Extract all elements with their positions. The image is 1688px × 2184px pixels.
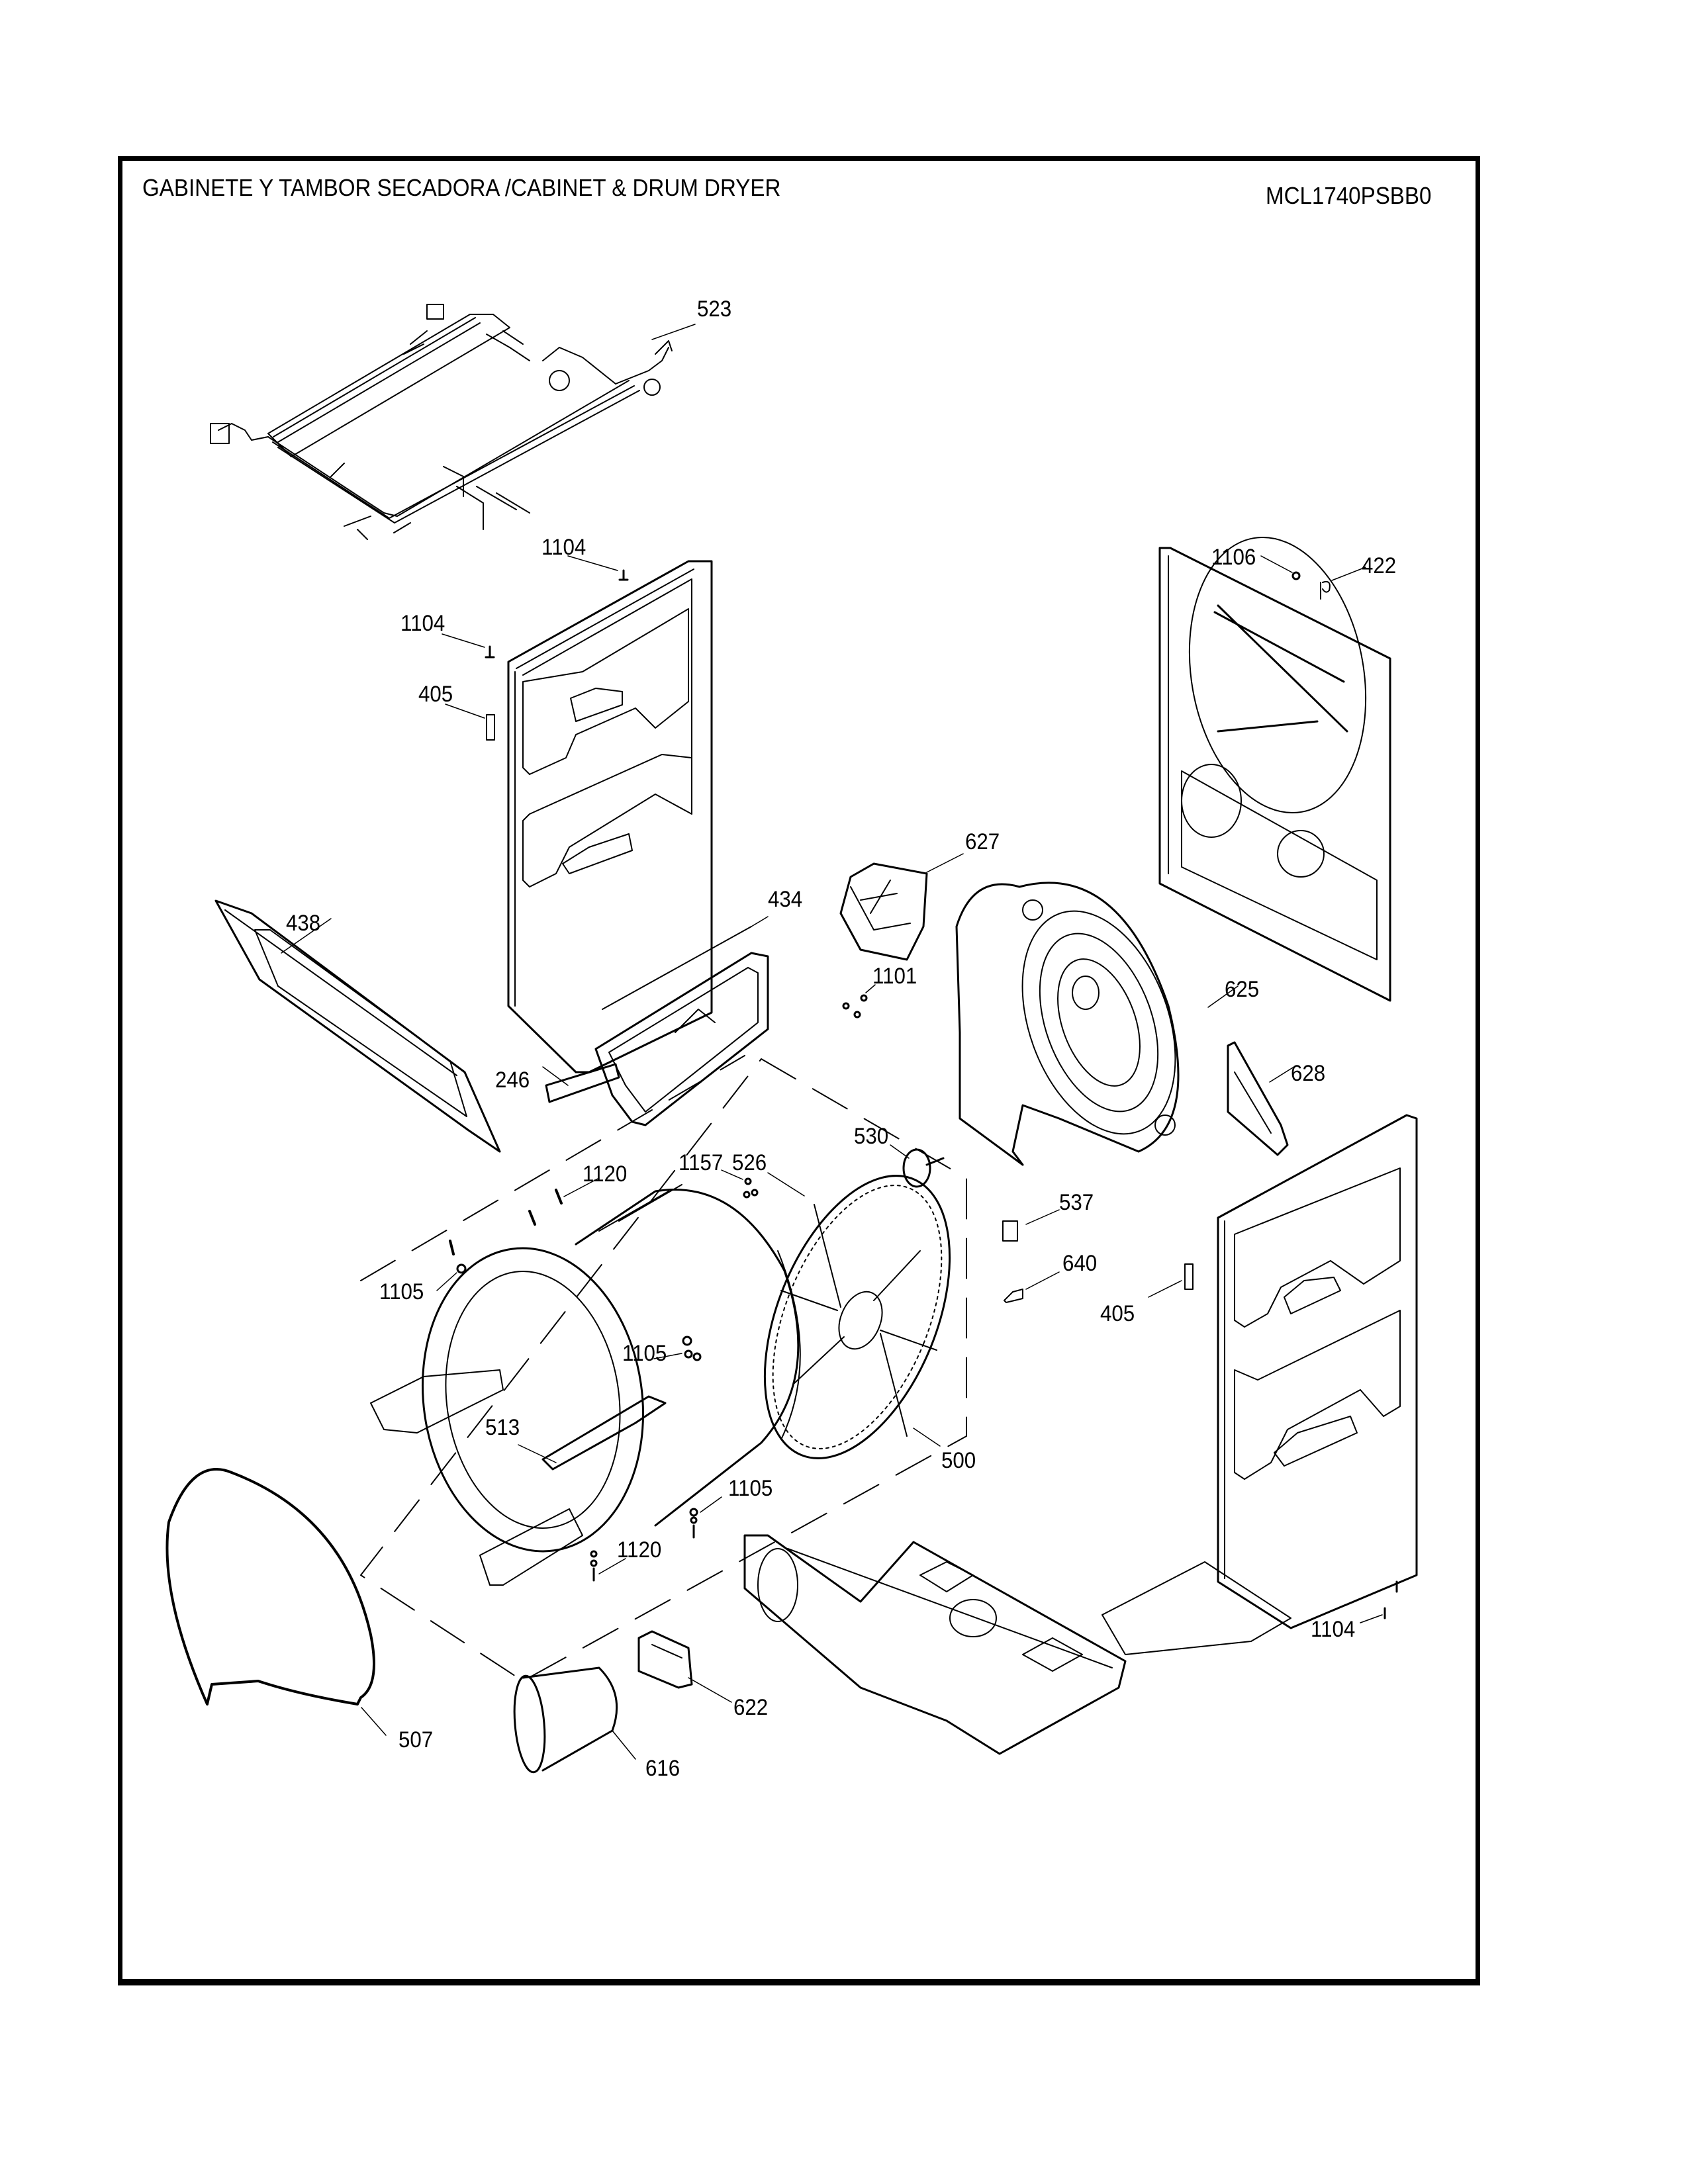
leader-500 bbox=[913, 1428, 941, 1447]
leader-526 bbox=[767, 1172, 805, 1197]
part-500-drum bbox=[370, 1184, 801, 1586]
screw-1104-left bbox=[485, 645, 495, 659]
callout-1157: 1157 bbox=[679, 1150, 724, 1175]
callout-526: 526 bbox=[732, 1150, 767, 1175]
part-530-bearing bbox=[902, 1148, 945, 1188]
callout-507: 507 bbox=[399, 1727, 434, 1752]
leader-405a bbox=[445, 704, 485, 719]
leader-434 bbox=[751, 916, 769, 927]
part-625-bulkhead bbox=[955, 882, 1180, 1166]
callout-438: 438 bbox=[286, 911, 321, 936]
washers-1105-lower bbox=[689, 1508, 698, 1539]
callout-405: 405 bbox=[1100, 1301, 1135, 1326]
leader-1105b bbox=[653, 1353, 682, 1359]
part-627-bracket bbox=[839, 862, 928, 961]
callout-625: 625 bbox=[1225, 977, 1260, 1002]
leader-1101 bbox=[865, 984, 876, 993]
leader-513 bbox=[518, 1444, 557, 1463]
callout-500: 500 bbox=[941, 1448, 976, 1473]
leader-622 bbox=[688, 1677, 732, 1703]
callout-1120: 1120 bbox=[583, 1161, 628, 1187]
leader-1104b bbox=[442, 633, 485, 648]
screws-1120-lower bbox=[590, 1550, 598, 1582]
leader-625 bbox=[1207, 985, 1239, 1008]
leader-1104a bbox=[567, 555, 618, 571]
leader-438 bbox=[281, 918, 332, 954]
diagram-title: GABINETE Y TAMBOR SECADORA /CABINET & DR… bbox=[142, 174, 781, 201]
part-405-clip-left bbox=[486, 714, 495, 741]
leader-507 bbox=[361, 1707, 387, 1736]
callout-1120: 1120 bbox=[617, 1537, 662, 1563]
part-526-drum-grille bbox=[763, 1175, 951, 1459]
callout-1101: 1101 bbox=[872, 964, 917, 989]
callout-1105: 1105 bbox=[379, 1279, 424, 1304]
callout-1104: 1104 bbox=[1311, 1617, 1356, 1642]
callout-628: 628 bbox=[1291, 1061, 1326, 1086]
part-507-belt bbox=[165, 1468, 375, 1706]
leader-405b bbox=[1148, 1280, 1182, 1298]
leader-1104c bbox=[1360, 1614, 1383, 1623]
leader-422 bbox=[1331, 567, 1366, 581]
screw-1106 bbox=[1291, 571, 1301, 580]
leader-1157 bbox=[721, 1169, 743, 1180]
part-434-duct-frame bbox=[594, 926, 769, 1126]
screws-1120-upper bbox=[449, 1189, 563, 1255]
diagram-border bbox=[118, 156, 1480, 1985]
leader-627 bbox=[926, 853, 964, 873]
callout-434: 434 bbox=[768, 887, 803, 912]
callout-1104: 1104 bbox=[541, 535, 586, 560]
drum-group-outline bbox=[360, 1055, 967, 1682]
leader-1120a bbox=[563, 1177, 600, 1197]
screws-1101 bbox=[842, 994, 868, 1019]
leader-1105a bbox=[436, 1272, 457, 1291]
model-number: MCL1740PSBB0 bbox=[1266, 182, 1432, 209]
part-616-capacitor bbox=[513, 1666, 618, 1774]
leader-246 bbox=[542, 1066, 569, 1086]
leader-523 bbox=[651, 324, 696, 340]
part-left-side-panel bbox=[507, 560, 713, 1073]
part-537-bracket bbox=[1002, 1220, 1018, 1242]
leader-1105c bbox=[700, 1496, 722, 1513]
washers-1105-mid bbox=[682, 1336, 702, 1361]
callout-530: 530 bbox=[854, 1124, 889, 1149]
part-640-bracket bbox=[1004, 1289, 1023, 1303]
part-rear-panel bbox=[1158, 536, 1391, 1002]
callout-1105: 1105 bbox=[728, 1476, 773, 1501]
part-628-bracket bbox=[1227, 1041, 1289, 1156]
screws-1104-right bbox=[1383, 1580, 1398, 1619]
callout-622: 622 bbox=[733, 1695, 769, 1720]
part-513-baffle bbox=[541, 1395, 667, 1471]
callout-422: 422 bbox=[1362, 553, 1397, 578]
leader-1106 bbox=[1260, 555, 1293, 573]
callout-513: 513 bbox=[485, 1415, 520, 1440]
callout-640: 640 bbox=[1062, 1251, 1098, 1276]
part-622-switch bbox=[637, 1630, 693, 1689]
callout-1106: 1106 bbox=[1211, 545, 1256, 570]
part-438-top-panel bbox=[214, 899, 501, 1153]
part-523-wire-harness bbox=[210, 304, 673, 540]
part-base-frame bbox=[743, 1534, 1127, 1755]
callout-537: 537 bbox=[1059, 1190, 1094, 1215]
callout-1105: 1105 bbox=[622, 1341, 667, 1366]
callout-246: 246 bbox=[495, 1068, 530, 1093]
leader-530 bbox=[890, 1144, 910, 1159]
callout-616: 616 bbox=[645, 1756, 680, 1781]
callout-627: 627 bbox=[965, 829, 1000, 854]
callout-1104: 1104 bbox=[400, 611, 445, 636]
part-246-bracket bbox=[545, 1063, 620, 1103]
leader-537 bbox=[1025, 1209, 1060, 1225]
part-405-clip-right bbox=[1184, 1263, 1194, 1290]
washer-1105-left bbox=[456, 1263, 467, 1274]
leader-640 bbox=[1025, 1271, 1060, 1290]
callout-523: 523 bbox=[697, 296, 732, 322]
leader-628 bbox=[1269, 1065, 1297, 1083]
part-right-side-panel bbox=[1102, 1114, 1418, 1655]
part-422-clip bbox=[1320, 580, 1331, 600]
leader-616 bbox=[612, 1730, 636, 1760]
screw-1104-top bbox=[618, 569, 629, 581]
screws-1157 bbox=[743, 1177, 759, 1199]
callout-405: 405 bbox=[418, 682, 453, 707]
leader-1120b bbox=[598, 1558, 626, 1574]
